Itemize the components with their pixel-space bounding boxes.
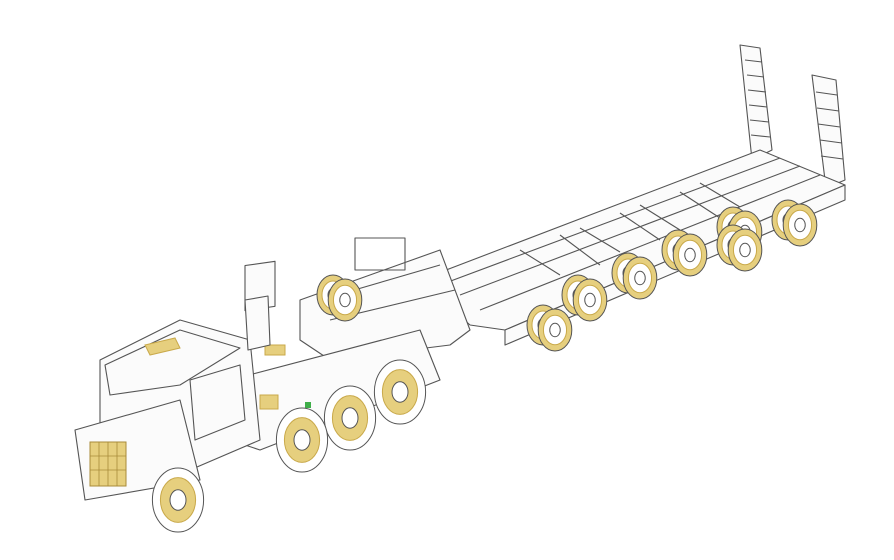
wheels	[151, 199, 818, 533]
truck-wheel	[323, 385, 377, 451]
trailer-deck	[419, 149, 846, 346]
trailer-wheel	[727, 228, 763, 272]
trailer-wheel	[782, 203, 818, 247]
truck-cab	[74, 295, 271, 501]
trailer-wheel	[572, 278, 608, 322]
trailer-wheel	[537, 308, 573, 352]
truck-wheel	[151, 467, 205, 533]
truck-wheel	[275, 407, 329, 473]
trailer-wheel	[672, 233, 708, 277]
truck-wheel	[373, 359, 427, 425]
gooseneck	[299, 237, 471, 361]
loading-ramps	[739, 44, 846, 189]
trailer-wheel	[622, 256, 658, 300]
trailer-wheel	[327, 278, 363, 322]
